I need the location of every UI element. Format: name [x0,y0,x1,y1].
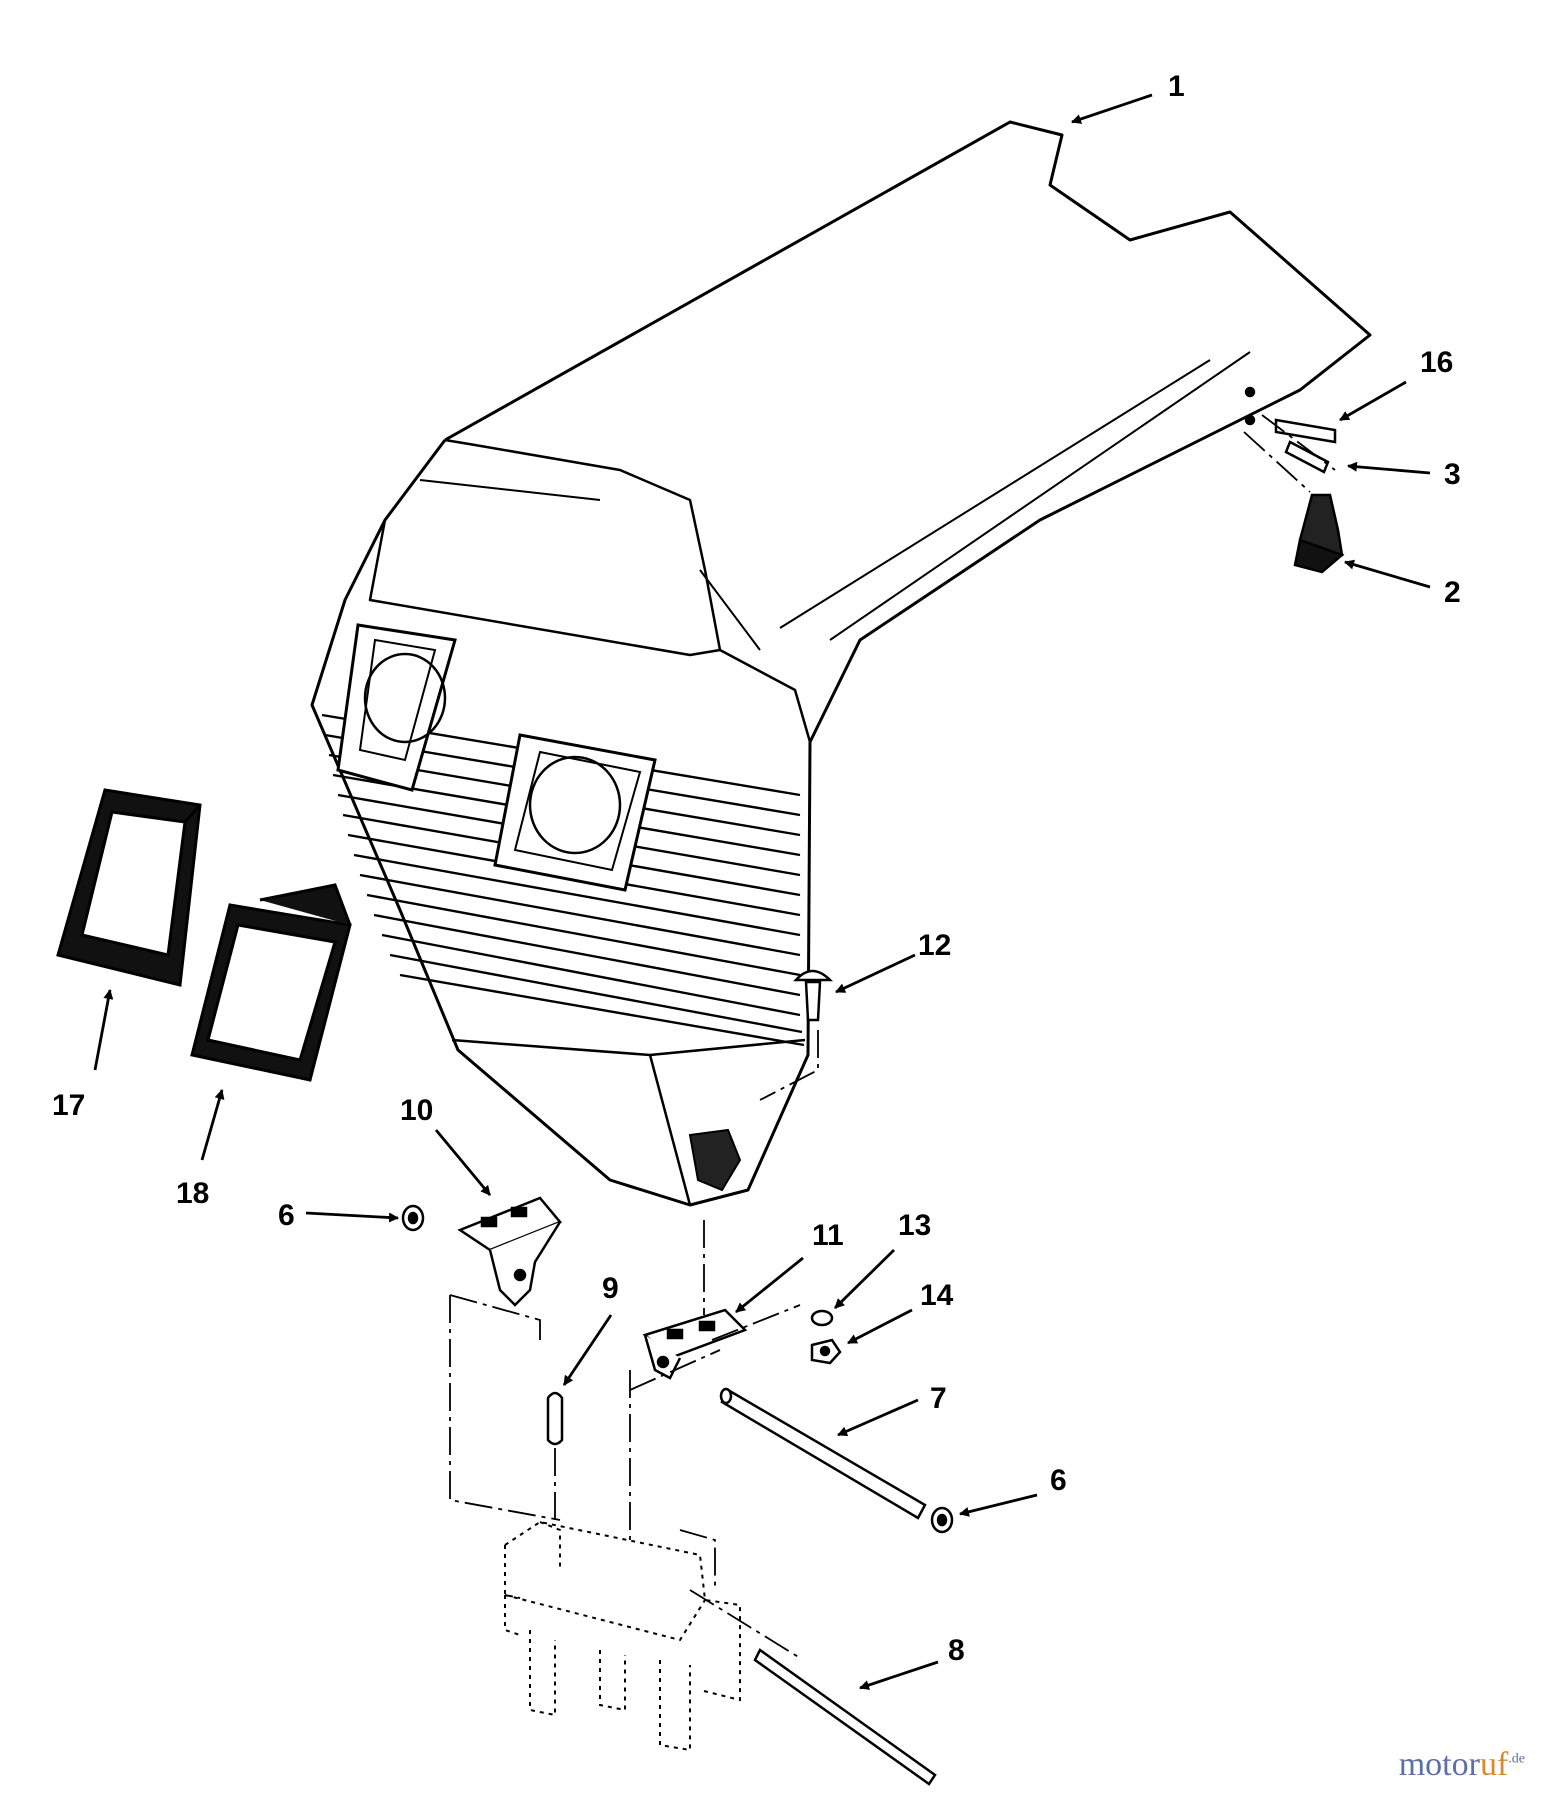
hood-part [310,120,1372,1207]
hood-bracket-part-11 [642,1308,748,1380]
washer-part-13 [810,1309,834,1327]
washer-part-6-left [401,1204,425,1232]
washer-part-6-right [930,1506,954,1534]
callout-12: 12 [918,929,951,962]
hinge-rod-part-7 [719,1387,927,1520]
callout-11: 11 [812,1219,844,1252]
callout-14: 14 [920,1279,954,1312]
callout-6-left: 6 [278,1199,295,1232]
hood-latch-receiver [688,1128,742,1192]
pivot-rod-part-8 [753,1648,937,1786]
nut-part-14 [810,1338,842,1365]
watermark-part-c: .de [1508,1751,1525,1767]
assembly-guide-lines [449,414,1336,1659]
watermark-part-a: motor [1398,1746,1480,1783]
cotter-pin-part-9 [546,1391,564,1446]
callout-9: 9 [602,1272,619,1305]
callout-6-right: 6 [1050,1464,1067,1497]
callout-labels: 1 16 3 2 12 17 18 10 6 11 13 14 9 7 6 8 [52,70,1461,1667]
callout-18: 18 [176,1177,209,1210]
hood-bracket-part-10 [457,1196,563,1307]
hood-latch-part-2 [1293,493,1345,574]
callout-16: 16 [1420,346,1453,379]
callout-17: 17 [52,1089,85,1122]
headlight-lens-part-18 [190,883,352,1082]
callout-13: 13 [898,1209,931,1242]
headlight-lens-part-17 [56,788,202,987]
carriage-bolt-part-12 [793,969,834,1022]
callout-3: 3 [1444,458,1461,491]
callout-2: 2 [1444,576,1461,609]
watermark-logo: motoruf.de [1399,1746,1525,1784]
headlight-openings [336,623,657,892]
tractor-frame-outline [504,1520,741,1752]
callout-1: 1 [1168,70,1185,103]
callout-10: 10 [400,1094,433,1127]
callout-7: 7 [930,1382,947,1415]
callout-8: 8 [948,1634,965,1667]
callout-leaders [93,93,1431,1690]
watermark-part-b: uf [1479,1746,1509,1783]
pivot-pins-16-3 [1244,386,1337,474]
